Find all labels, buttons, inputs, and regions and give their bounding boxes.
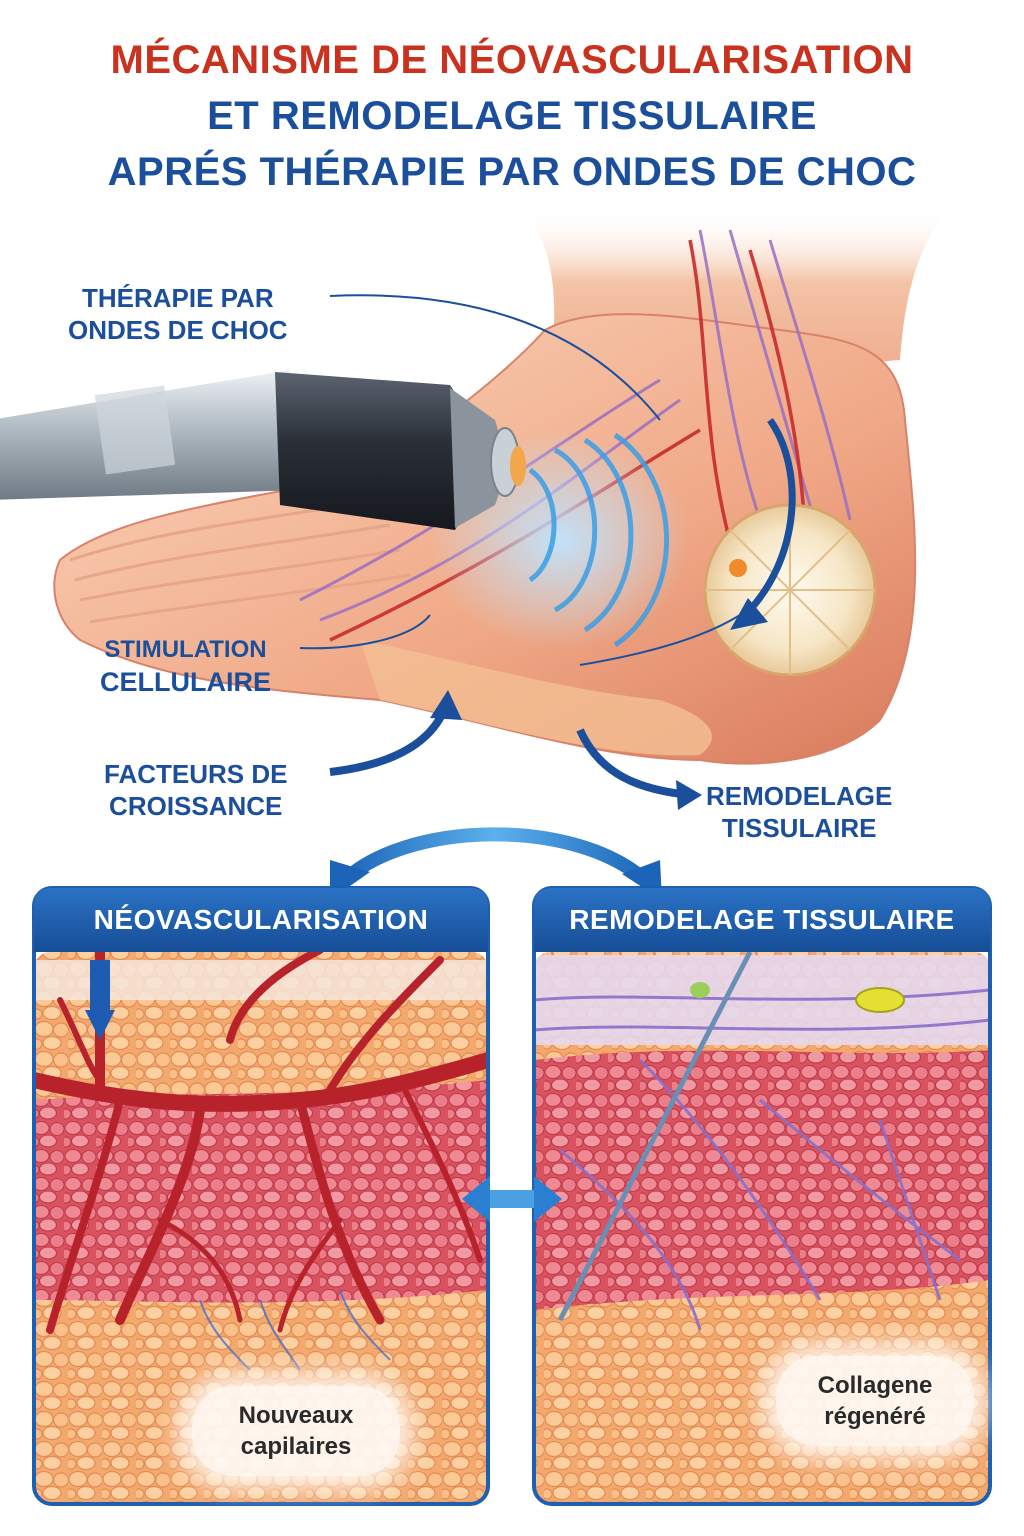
yellow-cell <box>855 987 905 1013</box>
right-panel-header-bg <box>534 888 990 952</box>
new-vessel-tree <box>34 952 488 1334</box>
shockwave-rings <box>528 432 670 648</box>
middle-double-arrow <box>462 1176 562 1222</box>
impact-point <box>729 559 747 577</box>
shockwave-probe <box>0 370 526 530</box>
top-double-arrow <box>334 827 655 891</box>
label-therapy: THÉRAPIE PAR ONDES DE CHOC <box>68 282 288 346</box>
label-remodeling-line-1: REMODELAGE <box>706 781 893 811</box>
label-stimulation-line-2: CELLULAIRE <box>100 667 271 697</box>
needle-line <box>557 952 753 1322</box>
therapy-leader-line <box>329 294 661 421</box>
heel-curved-arrow <box>742 417 796 618</box>
left-panel-header-bg <box>34 888 488 952</box>
left-callout-line-2: capilaires <box>240 1433 352 1460</box>
stimulation-leader-line <box>299 614 431 650</box>
label-remodeling-line-2: TISSULAIRE <box>721 813 877 843</box>
growth-arrow <box>329 706 449 776</box>
left-panel-title: NÉOVASCULARISATION <box>93 904 429 935</box>
title-line-3: APRÉS THÉRAPIE PAR ONDES DE CHOC <box>107 150 917 194</box>
label-growth-factors: FACTEURS DE CROISSANCE <box>104 758 287 822</box>
remodel-leader-line <box>579 614 741 666</box>
left-panel-callout: Nouveaux capilaires <box>192 1386 400 1476</box>
label-therapy-line-1: THÉRAPIE PAR <box>81 283 274 313</box>
label-stimulation: STIMULATION CELLULAIRE <box>100 634 271 698</box>
right-callout-line-1: Collagene <box>817 1372 933 1399</box>
right-panel-title: REMODELAGE TISSULAIRE <box>569 904 955 935</box>
label-growth-line-2: CROISSANCE <box>109 791 283 821</box>
right-callout-line-2: régenéré <box>824 1403 926 1430</box>
label-growth-line-1: FACTEURS DE <box>104 759 288 789</box>
remodel-arrow <box>576 728 691 799</box>
plantar-fat <box>360 640 712 756</box>
label-therapy-line-2: ONDES DE CHOC <box>68 315 288 345</box>
label-stimulation-line-1: STIMULATION <box>104 636 267 663</box>
collagen-fibers <box>534 988 990 1331</box>
title-line-2: ET REMODELAGE TISSULAIRE <box>207 94 817 138</box>
left-callout-line-1: Nouveaux <box>238 1402 354 1429</box>
title-line-1: MÉCANISME DE NÉOVASCULARISATION <box>110 38 914 82</box>
right-panel-tissue <box>534 952 990 1504</box>
capillaries-blue <box>199 1289 391 1371</box>
green-cell <box>690 982 710 998</box>
right-panel-callout: Collagene régenéré <box>776 1356 974 1446</box>
label-remodeling: REMODELAGE TISSULAIRE <box>706 780 892 844</box>
